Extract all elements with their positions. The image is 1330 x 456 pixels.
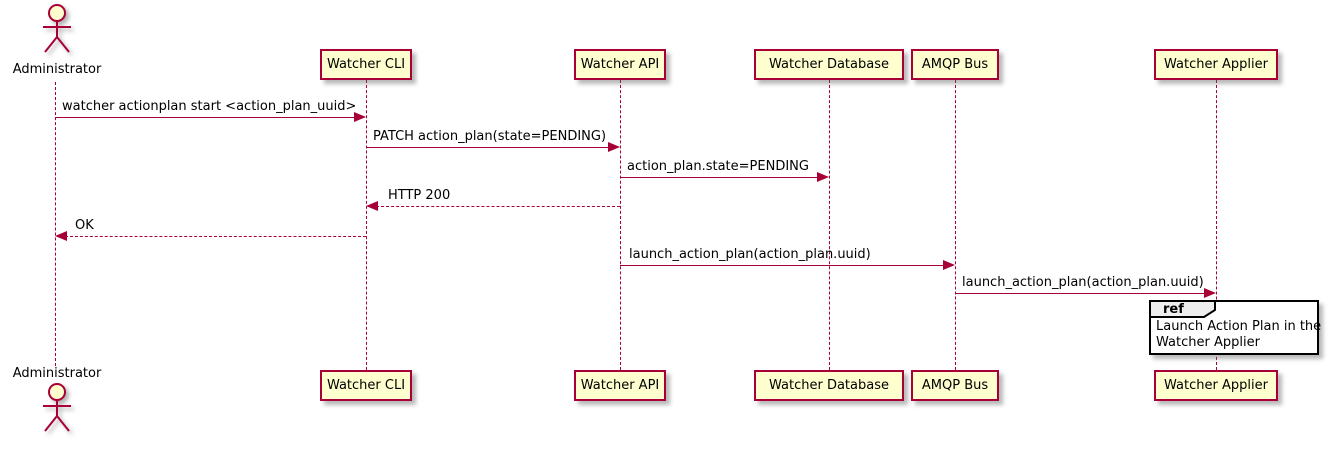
message-label: action_plan.state=PENDING [627,159,809,174]
arrowhead-right-icon [354,112,366,122]
lifeline-administrator [55,82,56,366]
message-line [620,177,822,178]
participant-label: AMQP Bus [921,57,989,72]
ref-text-line1: Launch Action Plan in the [1156,319,1322,334]
participant-label: Watcher API [580,378,660,393]
lifeline-watcher-cli [366,80,367,370]
participant-label: AMQP Bus [921,378,989,393]
message-label: launch_action_plan(action_plan.uuid) [629,247,871,262]
message-label: HTTP 200 [388,188,451,203]
actor-label: Administrator [12,62,102,77]
message-line [65,236,366,237]
actor-icon [43,383,71,432]
ref-keyword: ref [1163,302,1184,317]
arrowhead-right-icon [1204,288,1216,298]
participant-box-watcher-database-top: Watcher Database [754,49,904,80]
participant-label: Watcher CLI [326,378,406,393]
participant-box-amqp-bus-bottom: AMQP Bus [911,370,999,401]
message-line [366,147,613,148]
arrowhead-right-icon [608,142,620,152]
message-line [620,265,948,266]
arrowhead-left-icon [55,231,67,241]
participant-box-watcher-cli-top: Watcher CLI [320,49,412,80]
participant-box-watcher-applier-top: Watcher Applier [1154,49,1278,80]
actor-label: Administrator [12,366,102,381]
participant-box-watcher-api-top: Watcher API [574,49,666,80]
participant-label: Watcher CLI [326,57,406,72]
participant-label: Watcher API [580,57,660,72]
message-label: OK [75,218,94,233]
lifeline-watcher-api [620,80,621,370]
message-line [55,117,358,118]
lifeline-amqp-bus [955,80,956,370]
participant-box-watcher-api-bottom: Watcher API [574,370,666,401]
arrowhead-left-icon [366,201,378,211]
arrowhead-right-icon [817,172,829,182]
lifeline-watcher-database [829,80,830,370]
lifeline-watcher-applier [1216,80,1217,370]
participant-label: Watcher Database [769,57,889,72]
participant-label: Watcher Database [769,378,889,393]
participant-box-amqp-bus-top: AMQP Bus [911,49,999,80]
ref-fragment: ref Launch Action Plan in the Watcher Ap… [1149,300,1322,355]
participant-box-watcher-database-bottom: Watcher Database [754,370,904,401]
participant-box-watcher-applier-bottom: Watcher Applier [1154,370,1278,401]
message-label: launch_action_plan(action_plan.uuid) [962,275,1204,290]
message-label: PATCH action_plan(state=PENDING) [373,129,607,144]
participant-label: Watcher Applier [1164,378,1268,393]
participant-label: Watcher Applier [1164,57,1268,72]
arrowhead-right-icon [943,260,955,270]
actor-icon [43,4,71,53]
ref-tab-icon [1149,300,1216,318]
ref-text-line2: Watcher Applier [1156,335,1260,350]
message-label: watcher actionplan start <action_plan_uu… [62,99,357,114]
participant-box-watcher-cli-bottom: Watcher CLI [320,370,412,401]
message-line [955,293,1209,294]
message-line [376,206,620,207]
